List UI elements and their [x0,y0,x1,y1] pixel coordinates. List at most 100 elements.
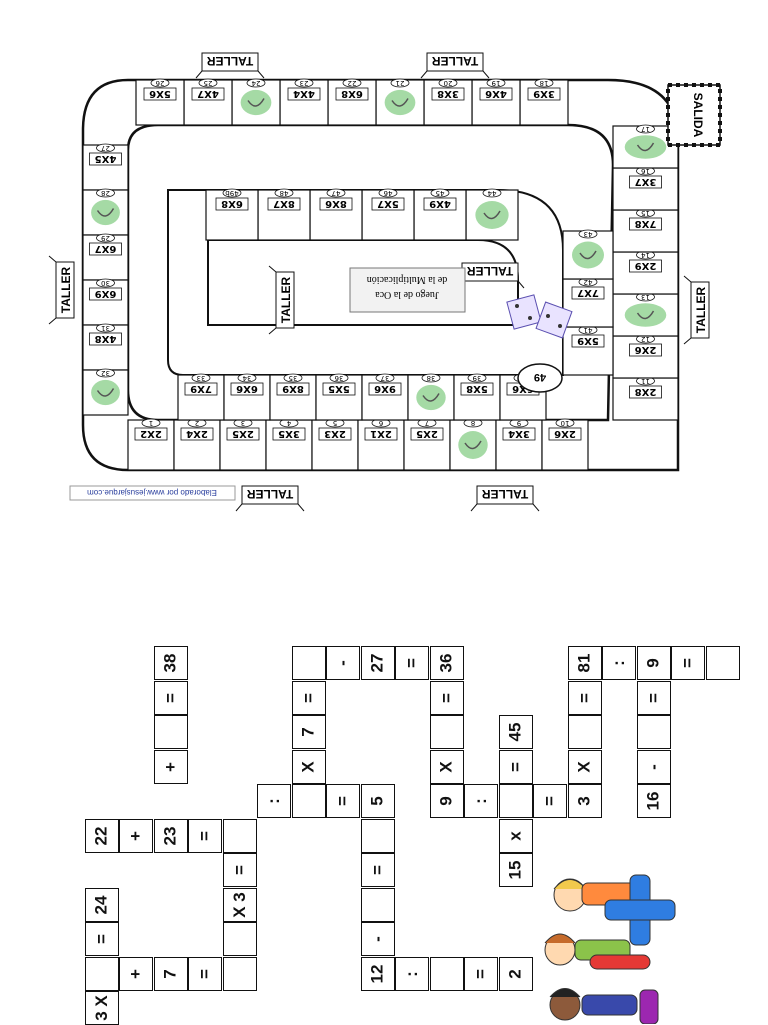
puzzle-cell: - [636,749,671,784]
op-box [215,197,249,211]
number-oval [438,78,458,88]
title-line2: de la Multiplicación [367,274,448,285]
op-box [180,427,214,441]
answer-cell[interactable] [153,715,188,749]
cell-number: 42 [584,278,593,286]
cell-number: 6 [378,419,383,427]
puzzle-cell-text: 9 [643,658,663,668]
puzzle-cell: 15 [498,853,533,887]
answer-cell[interactable] [636,715,671,749]
puzzle-cell: 7 [153,956,188,991]
answer-cell[interactable] [567,715,602,749]
puzzle-cell: = [395,646,429,680]
number-oval [636,124,655,134]
puzzle-cell: : [464,784,498,818]
board-cell: 32 [82,368,129,416]
op-box [272,427,306,441]
cell-number: 29 [101,234,110,242]
op-box [319,197,353,211]
number-oval [96,278,115,288]
cell-box [423,79,473,126]
answer-cell[interactable] [360,887,395,922]
answer-cell[interactable] [705,646,740,680]
puzzle-cell: 16 [636,784,671,818]
credit-text: Elaborado por www.jesusjarque.com [87,488,217,497]
puzzle-cell-text: 7 [160,968,180,979]
puzzle-cell-text: 45 [505,722,525,742]
puzzle-cell-text: 81 [574,653,594,673]
puzzle-cell: 36 [429,646,464,680]
answer-cell[interactable] [222,956,257,991]
answer-cell[interactable] [360,818,395,853]
op-box [410,427,444,441]
answer-cell[interactable] [222,922,257,956]
puzzle-cell-text: = [678,658,697,668]
cell-number: 2 [195,419,199,427]
cell-operation: 5X5 [328,383,350,394]
taller-flag: TALLER [268,265,295,335]
answer-cell[interactable] [291,784,326,818]
cell-number: 1 [149,419,153,427]
puzzle-cell: = [84,922,119,956]
puzzle-cell-text: = [333,796,352,806]
goose-bubble [240,89,272,116]
cell-number: 16 [641,167,650,175]
cell-operation: 3X5 [278,428,300,439]
answer-cell[interactable] [429,715,464,749]
cell-operation: 2X6 [554,428,576,439]
puzzle-cell: = [533,784,567,818]
taller-label: TALLER [59,266,73,313]
taller-flag: TALLER [455,262,525,289]
answer-cell[interactable] [222,818,257,853]
answer-cell[interactable] [498,784,533,818]
op-box [571,286,605,300]
op-box [226,427,260,441]
puzzle-cell-text: 15 [505,860,525,880]
cell-operation: 8X9 [282,383,304,394]
cell-number: 7 [425,419,429,427]
cell-box [453,374,501,421]
goose-bubble [624,303,667,327]
cell-number: 26 [155,79,164,87]
puzzle-cell-text: 3 [574,796,594,806]
cell-number: 17 [641,125,650,133]
cell-operation: 5X7 [377,198,399,209]
puzzle-cell: - [360,922,395,956]
puzzle-cell-text: = [298,692,318,703]
answer-cell[interactable] [291,646,326,680]
cell-number: 35 [289,374,298,382]
puzzle-cell: = [636,680,671,715]
answer-cell[interactable] [84,956,119,991]
cell-number: 41 [584,326,593,334]
cell-number: 21 [396,79,405,87]
op-box [230,382,264,396]
cell-box [82,144,129,191]
number-oval [430,188,450,198]
puzzle-cell: = [671,646,705,680]
puzzle-cell-text: = [367,865,387,875]
answer-cell[interactable] [429,956,464,991]
cell-number: 5 [333,419,337,427]
taller-flag: TALLER [683,275,710,345]
number-oval [96,188,115,198]
op-box [629,217,662,231]
op-box [364,427,398,441]
inner-track-border [126,123,615,422]
cell-number: 15 [641,209,650,217]
puzzle-cell-text: - [643,763,663,770]
cell-number: 28 [101,189,110,197]
puzzle-cell-text: : [263,798,283,804]
puzzle-cell-text: 38 [160,653,180,673]
puzzle-cell: X [291,749,326,784]
final-cell: 49 [517,363,563,393]
puzzle-cell-text: 27 [367,653,387,673]
